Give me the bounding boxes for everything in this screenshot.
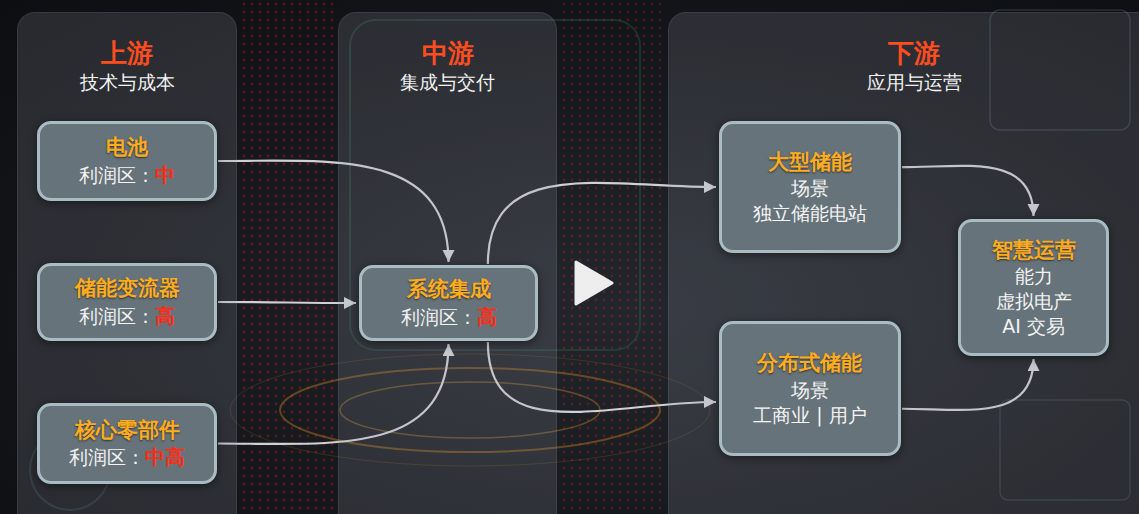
box-text: 能力 xyxy=(992,264,1076,289)
profit-level: 高 xyxy=(155,304,175,328)
play-triangle xyxy=(576,262,612,304)
box-title: 储能变流器 xyxy=(75,274,180,302)
box-content: 储能变流器利润区：高 xyxy=(75,274,180,329)
profit-label: 利润区： xyxy=(69,446,145,468)
stage-panel: 中游集成与交付系统集成利润区：高 xyxy=(338,12,557,514)
dot-band xyxy=(557,0,665,514)
box-title: 智慧运营 xyxy=(992,236,1076,264)
profit-label: 利润区： xyxy=(79,164,155,186)
box-title: 系统集成 xyxy=(401,275,497,303)
stage-subtitle: 技术与成本 xyxy=(18,70,236,95)
stage-title: 中游 xyxy=(339,37,556,70)
box-title: 电池 xyxy=(79,133,175,161)
box-text: 场景 xyxy=(753,378,866,403)
capability-box: 智慧运营能力虚拟电产AI 交易 xyxy=(958,219,1109,356)
box-content: 分布式储能场景工商业 | 用户 xyxy=(753,349,866,428)
profit-level: 高 xyxy=(477,305,497,329)
box-content: 核心零部件利润区：中高 xyxy=(69,416,185,471)
box-content: 大型储能场景独立储能电站 xyxy=(753,148,867,227)
stage-subtitle: 集成与交付 xyxy=(339,70,556,95)
flow-arrow xyxy=(218,302,356,303)
play-button xyxy=(576,262,612,304)
box-content: 系统集成利润区：高 xyxy=(401,275,497,330)
box-title: 核心零部件 xyxy=(69,416,185,444)
stage-title: 下游 xyxy=(669,37,1139,70)
profit-label: 利润区： xyxy=(79,305,155,327)
box-text: 独立储能电站 xyxy=(753,201,867,226)
scenario-box: 大型储能场景独立储能电站 xyxy=(719,121,901,253)
profit-level: 中 xyxy=(155,163,175,187)
stage-panel: 下游应用与运营大型储能场景独立储能电站分布式储能场景工商业 | 用户智慧运营能力… xyxy=(668,12,1139,514)
panel-header: 下游应用与运营 xyxy=(669,37,1139,94)
box-text: 工商业 | 用户 xyxy=(753,403,866,428)
box-text: AI 交易 xyxy=(992,314,1076,339)
box-title: 大型储能 xyxy=(753,148,867,176)
stage-title: 上游 xyxy=(18,37,236,70)
panel-header: 上游技术与成本 xyxy=(18,37,236,94)
box-content: 智慧运营能力虚拟电产AI 交易 xyxy=(992,236,1076,340)
box-title: 分布式储能 xyxy=(753,349,866,377)
profit-row: 利润区：高 xyxy=(401,304,497,331)
scenario-box: 分布式储能场景工商业 | 用户 xyxy=(719,321,901,456)
stage-panel: 上游技术与成本电池利润区：中储能变流器利润区：高核心零部件利润区：中高 xyxy=(17,12,237,514)
profit-label: 利润区： xyxy=(401,306,477,328)
profit-row: 利润区：中 xyxy=(79,162,175,189)
profit-row: 利润区：中高 xyxy=(69,444,185,471)
box-text: 虚拟电产 xyxy=(992,289,1076,314)
box-content: 电池利润区：中 xyxy=(79,133,175,188)
profit-level: 中高 xyxy=(145,445,185,469)
process-box: 储能变流器利润区：高 xyxy=(37,263,217,341)
box-text: 场景 xyxy=(753,176,867,201)
process-box: 核心零部件利润区：中高 xyxy=(37,403,217,484)
panel-header: 中游集成与交付 xyxy=(339,37,556,94)
stage-subtitle: 应用与运营 xyxy=(669,70,1139,95)
profit-row: 利润区：高 xyxy=(75,303,180,330)
process-box: 系统集成利润区：高 xyxy=(359,265,538,341)
process-box: 电池利润区：中 xyxy=(37,121,217,201)
